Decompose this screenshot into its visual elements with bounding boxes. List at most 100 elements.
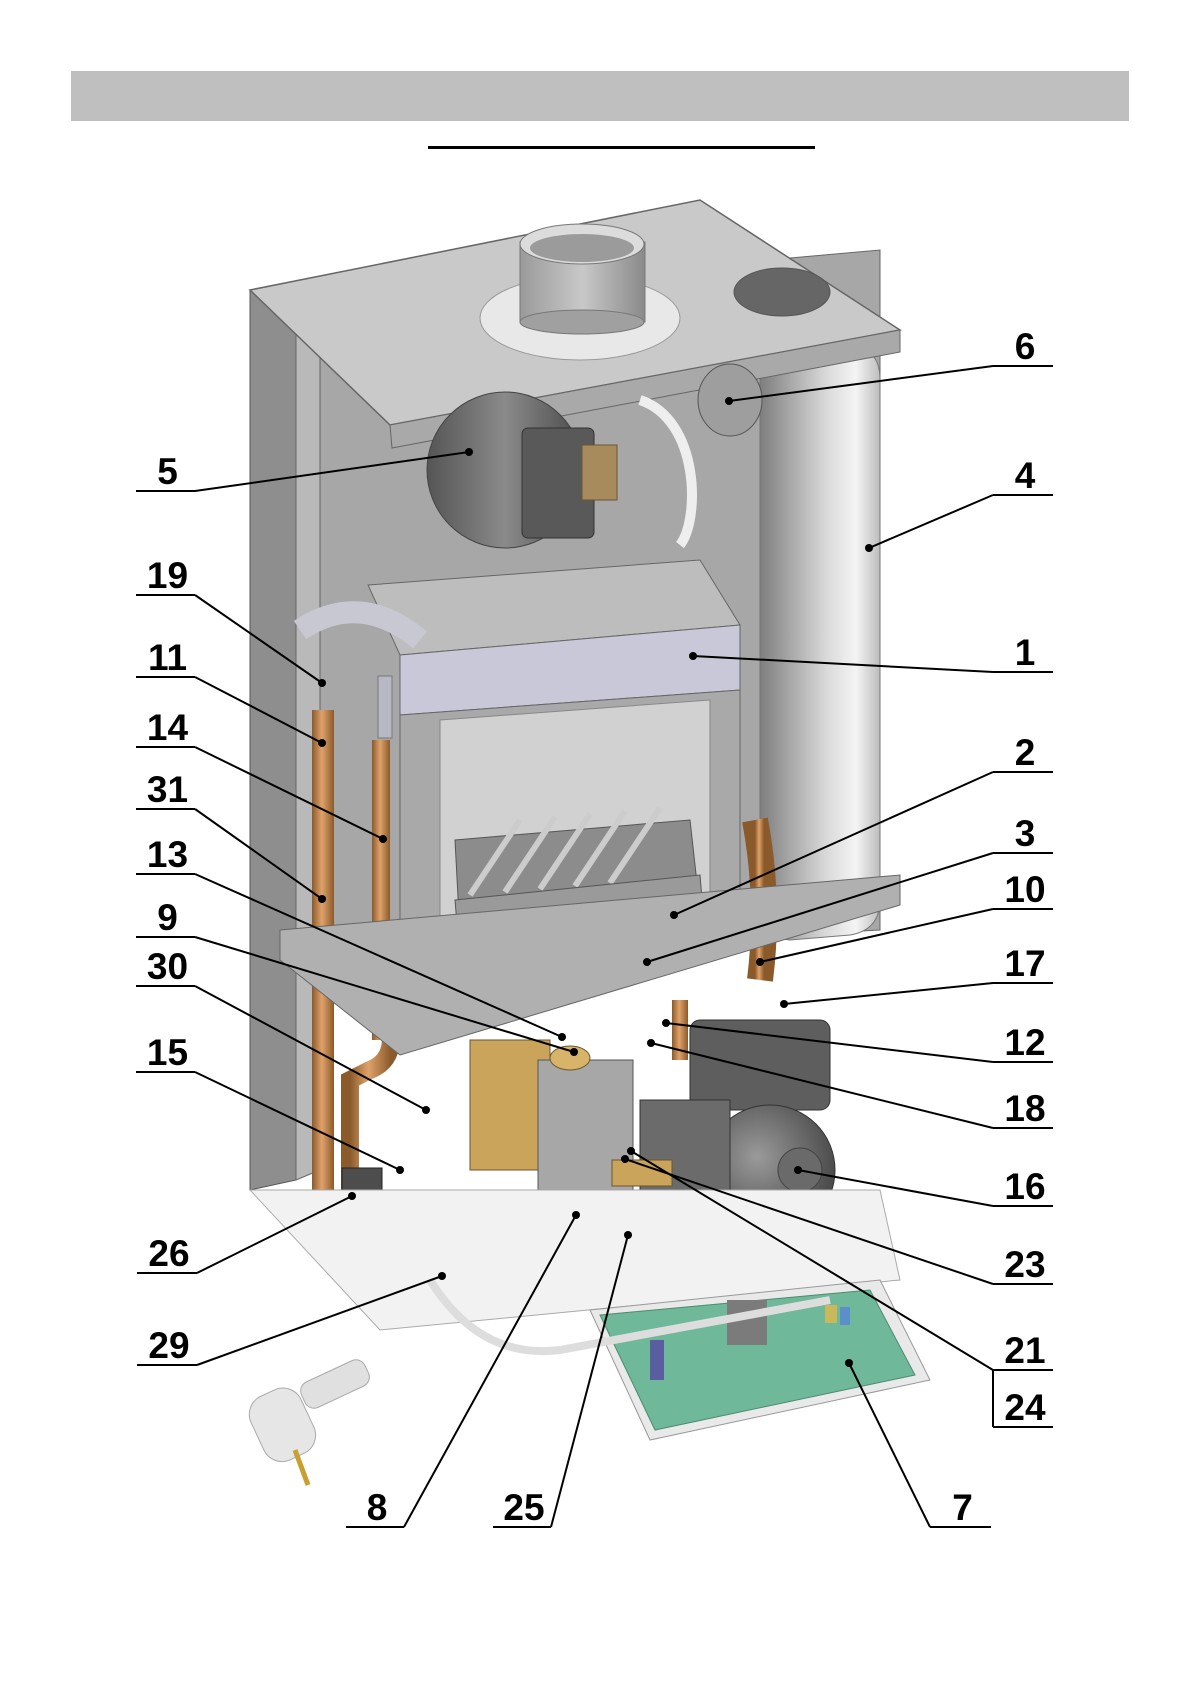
callout-11: 11 — [136, 637, 326, 747]
callout-number: 5 — [157, 451, 178, 492]
leader-dot — [647, 1039, 655, 1047]
leader-line — [650, 1042, 994, 1129]
callout-21: 21 — [627, 1147, 1053, 1371]
callout-25: 25 — [493, 1231, 632, 1528]
leader-line — [194, 985, 427, 1111]
callout-5: 5 — [136, 448, 473, 492]
callout-number: 16 — [1004, 1166, 1045, 1207]
callout-number: 12 — [1004, 1022, 1045, 1063]
callout-number: 18 — [1004, 1088, 1045, 1129]
callout-number: 23 — [1004, 1244, 1045, 1285]
callout-number: 13 — [147, 834, 188, 875]
callout-26: 26 — [137, 1192, 356, 1274]
leader-line — [783, 982, 994, 1005]
callout-17: 17 — [780, 943, 1053, 1008]
callout-number: 26 — [148, 1233, 189, 1274]
callout-number: 3 — [1015, 813, 1036, 854]
leader-line — [728, 365, 994, 402]
callout-30: 30 — [136, 946, 430, 1114]
callouts: 5191114311393015262964123101712181623212… — [136, 326, 1053, 1528]
leader-line — [665, 1022, 994, 1063]
leader-line — [848, 1362, 931, 1528]
leader-line — [194, 808, 323, 900]
leader-line — [194, 594, 323, 684]
callout-23: 23 — [621, 1155, 1053, 1285]
leader-dot — [318, 739, 326, 747]
header-bar — [71, 71, 1129, 121]
leader-line — [196, 1275, 443, 1366]
leader-line — [624, 1158, 994, 1285]
leader-line — [868, 494, 994, 549]
leader-line — [194, 676, 323, 744]
callout-4: 4 — [865, 455, 1053, 552]
callout-number: 15 — [147, 1032, 188, 1073]
callout-number: 19 — [147, 555, 188, 596]
callout-number: 14 — [147, 707, 189, 748]
callout-number: 25 — [503, 1487, 544, 1528]
callout-number: 8 — [367, 1487, 388, 1528]
leader-line — [194, 936, 575, 1053]
callout-number: 10 — [1004, 869, 1045, 910]
leader-dot — [396, 1166, 404, 1174]
left-frame-rail — [249, 281, 297, 1191]
leader-dot — [670, 911, 678, 919]
leader-dot — [572, 1211, 580, 1219]
callout-10: 10 — [756, 869, 1053, 966]
callout-6: 6 — [725, 326, 1053, 405]
leader-dot — [865, 544, 873, 552]
leader-dot — [379, 835, 387, 843]
callout-24: 24 — [992, 1370, 1053, 1428]
power-plug — [248, 1359, 370, 1486]
callout-1: 1 — [689, 632, 1053, 673]
leader-line — [194, 873, 563, 1038]
leader-dot — [438, 1272, 446, 1280]
leader-dot — [570, 1048, 578, 1056]
callout-number: 11 — [148, 637, 187, 678]
callout-number: 2 — [1015, 732, 1036, 773]
leader-line — [692, 655, 994, 673]
callout-12: 12 — [662, 1019, 1053, 1063]
callout-number: 29 — [148, 1325, 189, 1366]
callout-number: 17 — [1004, 943, 1045, 984]
leader-line — [194, 451, 470, 492]
expansion-vessel — [759, 349, 881, 941]
leader-dot — [624, 1231, 632, 1239]
callout-number: 1 — [1015, 632, 1036, 673]
callout-18: 18 — [647, 1039, 1053, 1129]
heat-exchanger-outlets — [293, 601, 428, 649]
callout-16: 16 — [794, 1166, 1053, 1207]
leader-dot — [643, 958, 651, 966]
leader-dot — [318, 679, 326, 687]
callout-3: 3 — [643, 813, 1053, 966]
leader-dot — [621, 1155, 629, 1163]
leader-dot — [558, 1033, 566, 1041]
leader-line — [194, 1071, 401, 1171]
leader-line — [550, 1234, 629, 1528]
callout-number: 7 — [952, 1487, 973, 1528]
leader-line — [759, 908, 994, 963]
callout-9: 9 — [136, 897, 578, 1056]
leader-line — [673, 771, 994, 916]
callout-number: 24 — [1004, 1387, 1046, 1428]
leader-dot — [627, 1147, 635, 1155]
leader-dot — [465, 448, 473, 456]
callout-number: 30 — [147, 946, 188, 987]
title-underline — [428, 146, 815, 149]
leader-dot — [794, 1166, 802, 1174]
callout-number: 9 — [157, 897, 178, 938]
callout-13: 13 — [136, 834, 566, 1041]
callout-number: 21 — [1004, 1330, 1045, 1371]
leader-dot — [756, 958, 764, 966]
leader-dot — [780, 1000, 788, 1008]
leader-dot — [845, 1359, 853, 1367]
leader-dot — [725, 397, 733, 405]
callout-7: 7 — [845, 1359, 991, 1528]
callout-number: 6 — [1015, 326, 1036, 367]
callout-14: 14 — [136, 707, 387, 843]
boiler-illustration — [248, 199, 931, 1486]
leader-dot — [662, 1019, 670, 1027]
leader-dot — [318, 895, 326, 903]
leader-line — [196, 1195, 353, 1274]
leader-line — [797, 1169, 994, 1207]
